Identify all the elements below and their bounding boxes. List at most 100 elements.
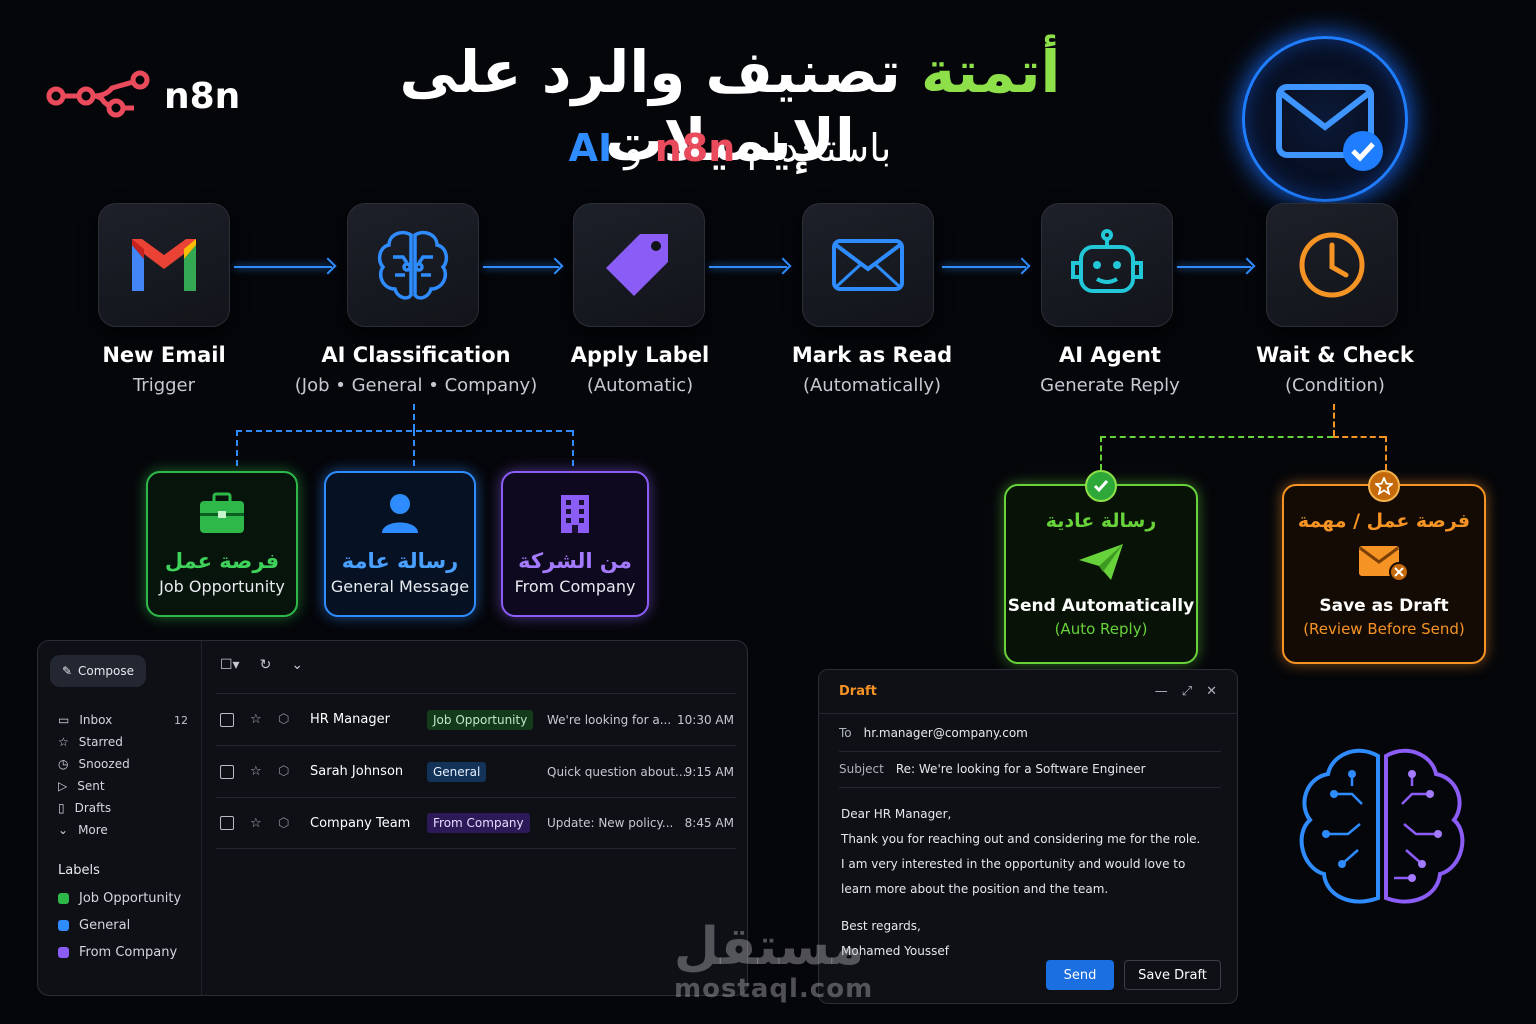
node-apply-label[interactable]: [573, 203, 705, 327]
brain-icon: [377, 230, 449, 300]
window-controls: — ⤢ ✕: [1155, 684, 1217, 699]
send-button[interactable]: Send: [1046, 960, 1114, 990]
title-rest: تصنيف والرد على الإيميلات: [399, 38, 901, 174]
envelope-icon: [832, 239, 904, 291]
outcome-send-automatically[interactable]: رسالة عادية Send Automatically (Auto Rep…: [1004, 470, 1198, 664]
label-general[interactable]: General: [58, 918, 130, 933]
minimize-icon[interactable]: —: [1154, 684, 1168, 699]
flow-arrow: [483, 266, 559, 268]
row-label-tag: From Company: [427, 813, 530, 833]
close-icon[interactable]: ✕: [1206, 684, 1217, 699]
inbox-count: 12: [174, 713, 188, 727]
outcome-label-ar: فرصة عمل / مهمة: [1297, 510, 1471, 532]
branch-connector: [236, 430, 572, 432]
subject-field[interactable]: Subject Re: We're looking for a Software…: [839, 750, 1221, 788]
outcome-save-as-draft[interactable]: فرصة عمل / مهمة Save as Draft (Review Be…: [1282, 470, 1486, 664]
category-job-opportunity[interactable]: فرصة عمل Job Opportunity: [146, 471, 298, 617]
table-row[interactable]: ☆ ⬡ Company Team From Company Update: Ne…: [216, 797, 736, 849]
outcome-sublabel: (Review Before Send): [1303, 620, 1465, 638]
row-label-tag: General: [427, 761, 487, 782]
subtitle-prefix: باستخدام: [747, 126, 892, 170]
sidebar-item-sent[interactable]: ▷ Sent: [58, 779, 188, 793]
branch-connector: [1100, 436, 1333, 438]
node-title: Mark as Read: [791, 343, 953, 367]
table-row[interactable]: ☆ ⬡ Sarah Johnson General Quick question…: [216, 745, 736, 797]
compose-button[interactable]: ✎ Compose: [50, 655, 146, 687]
node-mark-as-read[interactable]: [802, 203, 934, 327]
sidebar-item-drafts[interactable]: ▯ Drafts: [58, 801, 188, 815]
compose-label: Compose: [78, 664, 135, 678]
node-new-email[interactable]: [98, 203, 230, 327]
row-checkbox[interactable]: [220, 712, 234, 727]
node-title: AI Agent: [1059, 343, 1161, 367]
row-checkbox[interactable]: [220, 816, 234, 830]
refresh-icon[interactable]: ↻: [259, 657, 272, 673]
label-name: General: [79, 918, 131, 933]
sidebar-item-label: Inbox: [79, 713, 113, 727]
node-ai-agent[interactable]: [1041, 203, 1173, 327]
label-from-company[interactable]: From Company: [58, 945, 177, 960]
draft-header: Draft — ⤢ ✕: [819, 670, 1237, 714]
important-icon[interactable]: ⬡: [278, 764, 290, 779]
briefcase-icon: [200, 492, 244, 533]
branch-connector: [572, 430, 574, 466]
category-label-en: From Company: [514, 577, 636, 596]
important-icon[interactable]: ⬡: [278, 712, 290, 727]
table-row[interactable]: ☆ ⬡ HR Manager Job Opportunity We're loo…: [216, 693, 736, 745]
category-from-company[interactable]: من الشركة From Company: [501, 471, 649, 617]
outcome-label-en: Send Automatically: [1007, 596, 1195, 616]
node-wait-check[interactable]: [1266, 203, 1398, 327]
select-all-checkbox[interactable]: ☐▾: [220, 657, 240, 673]
node-subtitle: Generate Reply: [1040, 375, 1180, 396]
body-line: Mohamed Youssef: [841, 944, 949, 958]
sidebar-item-label: Starred: [78, 735, 123, 749]
subject-label: Subject: [839, 761, 884, 776]
to-value: hr.manager@company.com: [863, 725, 1028, 740]
important-icon[interactable]: ⬡: [278, 815, 290, 831]
sidebar-item-more[interactable]: ⌄ More: [58, 823, 188, 837]
flow-arrow: [1177, 266, 1251, 268]
category-label-ar: من الشركة: [518, 549, 632, 573]
sidebar-item-starred[interactable]: ☆ Starred: [58, 735, 188, 749]
branch-connector: [413, 430, 415, 466]
save-draft-button[interactable]: Save Draft: [1124, 960, 1221, 990]
node-subtitle: (Automatically): [802, 375, 942, 396]
watermark-en: mostaql.com: [674, 974, 874, 1004]
node-ai-classification[interactable]: [347, 203, 479, 327]
draft-body[interactable]: Dear HR Manager, Thank you for reaching …: [841, 802, 1221, 964]
sidebar-item-snoozed[interactable]: ◷ Snoozed: [58, 757, 188, 771]
row-checkbox[interactable]: [220, 764, 234, 779]
draft-title: Draft: [839, 684, 877, 699]
mail-check-icon: [1276, 84, 1383, 171]
inbox-icon: ▭: [58, 713, 70, 727]
more-vert-icon[interactable]: ⌄: [291, 657, 304, 673]
pencil-icon: ✎: [61, 664, 73, 678]
sidebar-item-label: More: [78, 823, 108, 837]
file-icon: ▯: [58, 801, 65, 815]
star-icon[interactable]: ☆: [250, 764, 262, 779]
sidebar-item-label: Snoozed: [78, 757, 130, 771]
branch-connector: [413, 404, 415, 430]
sidebar-item-inbox[interactable]: ▭ Inbox 12: [58, 713, 188, 727]
labels-title: Labels: [58, 863, 100, 878]
expand-icon[interactable]: ⤢: [1181, 684, 1193, 699]
body-line: learn more about the position and the te…: [841, 882, 1109, 896]
page-title: أتمتة تصنيف والرد على الإيميلات: [290, 38, 1170, 174]
category-general-message[interactable]: رسالة عامة General Message: [324, 471, 476, 617]
logo-text: n8n: [164, 75, 241, 117]
star-icon[interactable]: ☆: [250, 815, 262, 831]
star-icon[interactable]: ☆: [250, 712, 262, 727]
envelope-draft-icon: [1284, 542, 1484, 586]
row-time: 8:45 AM: [684, 816, 734, 830]
to-field[interactable]: To hr.manager@company.com: [839, 714, 1221, 752]
node-subtitle: (Automatic): [586, 375, 694, 396]
inbox-toolbar: ☐▾ ↻ ⌄: [220, 657, 303, 673]
label-job-opportunity[interactable]: Job Opportunity: [58, 891, 181, 906]
body-line: Thank you for reaching out and consideri…: [841, 832, 1201, 846]
sidebar-item-label: Drafts: [74, 801, 112, 815]
outcome-sublabel: (Auto Reply): [1054, 620, 1148, 638]
check-icon: [1085, 470, 1117, 502]
body-line: Best regards,: [841, 919, 921, 933]
category-label-ar: فرصة عمل: [164, 549, 280, 573]
gmail-window: ✎ Compose ▭ Inbox 12 ☆ Starred ◷ Snoozed…: [37, 640, 748, 996]
